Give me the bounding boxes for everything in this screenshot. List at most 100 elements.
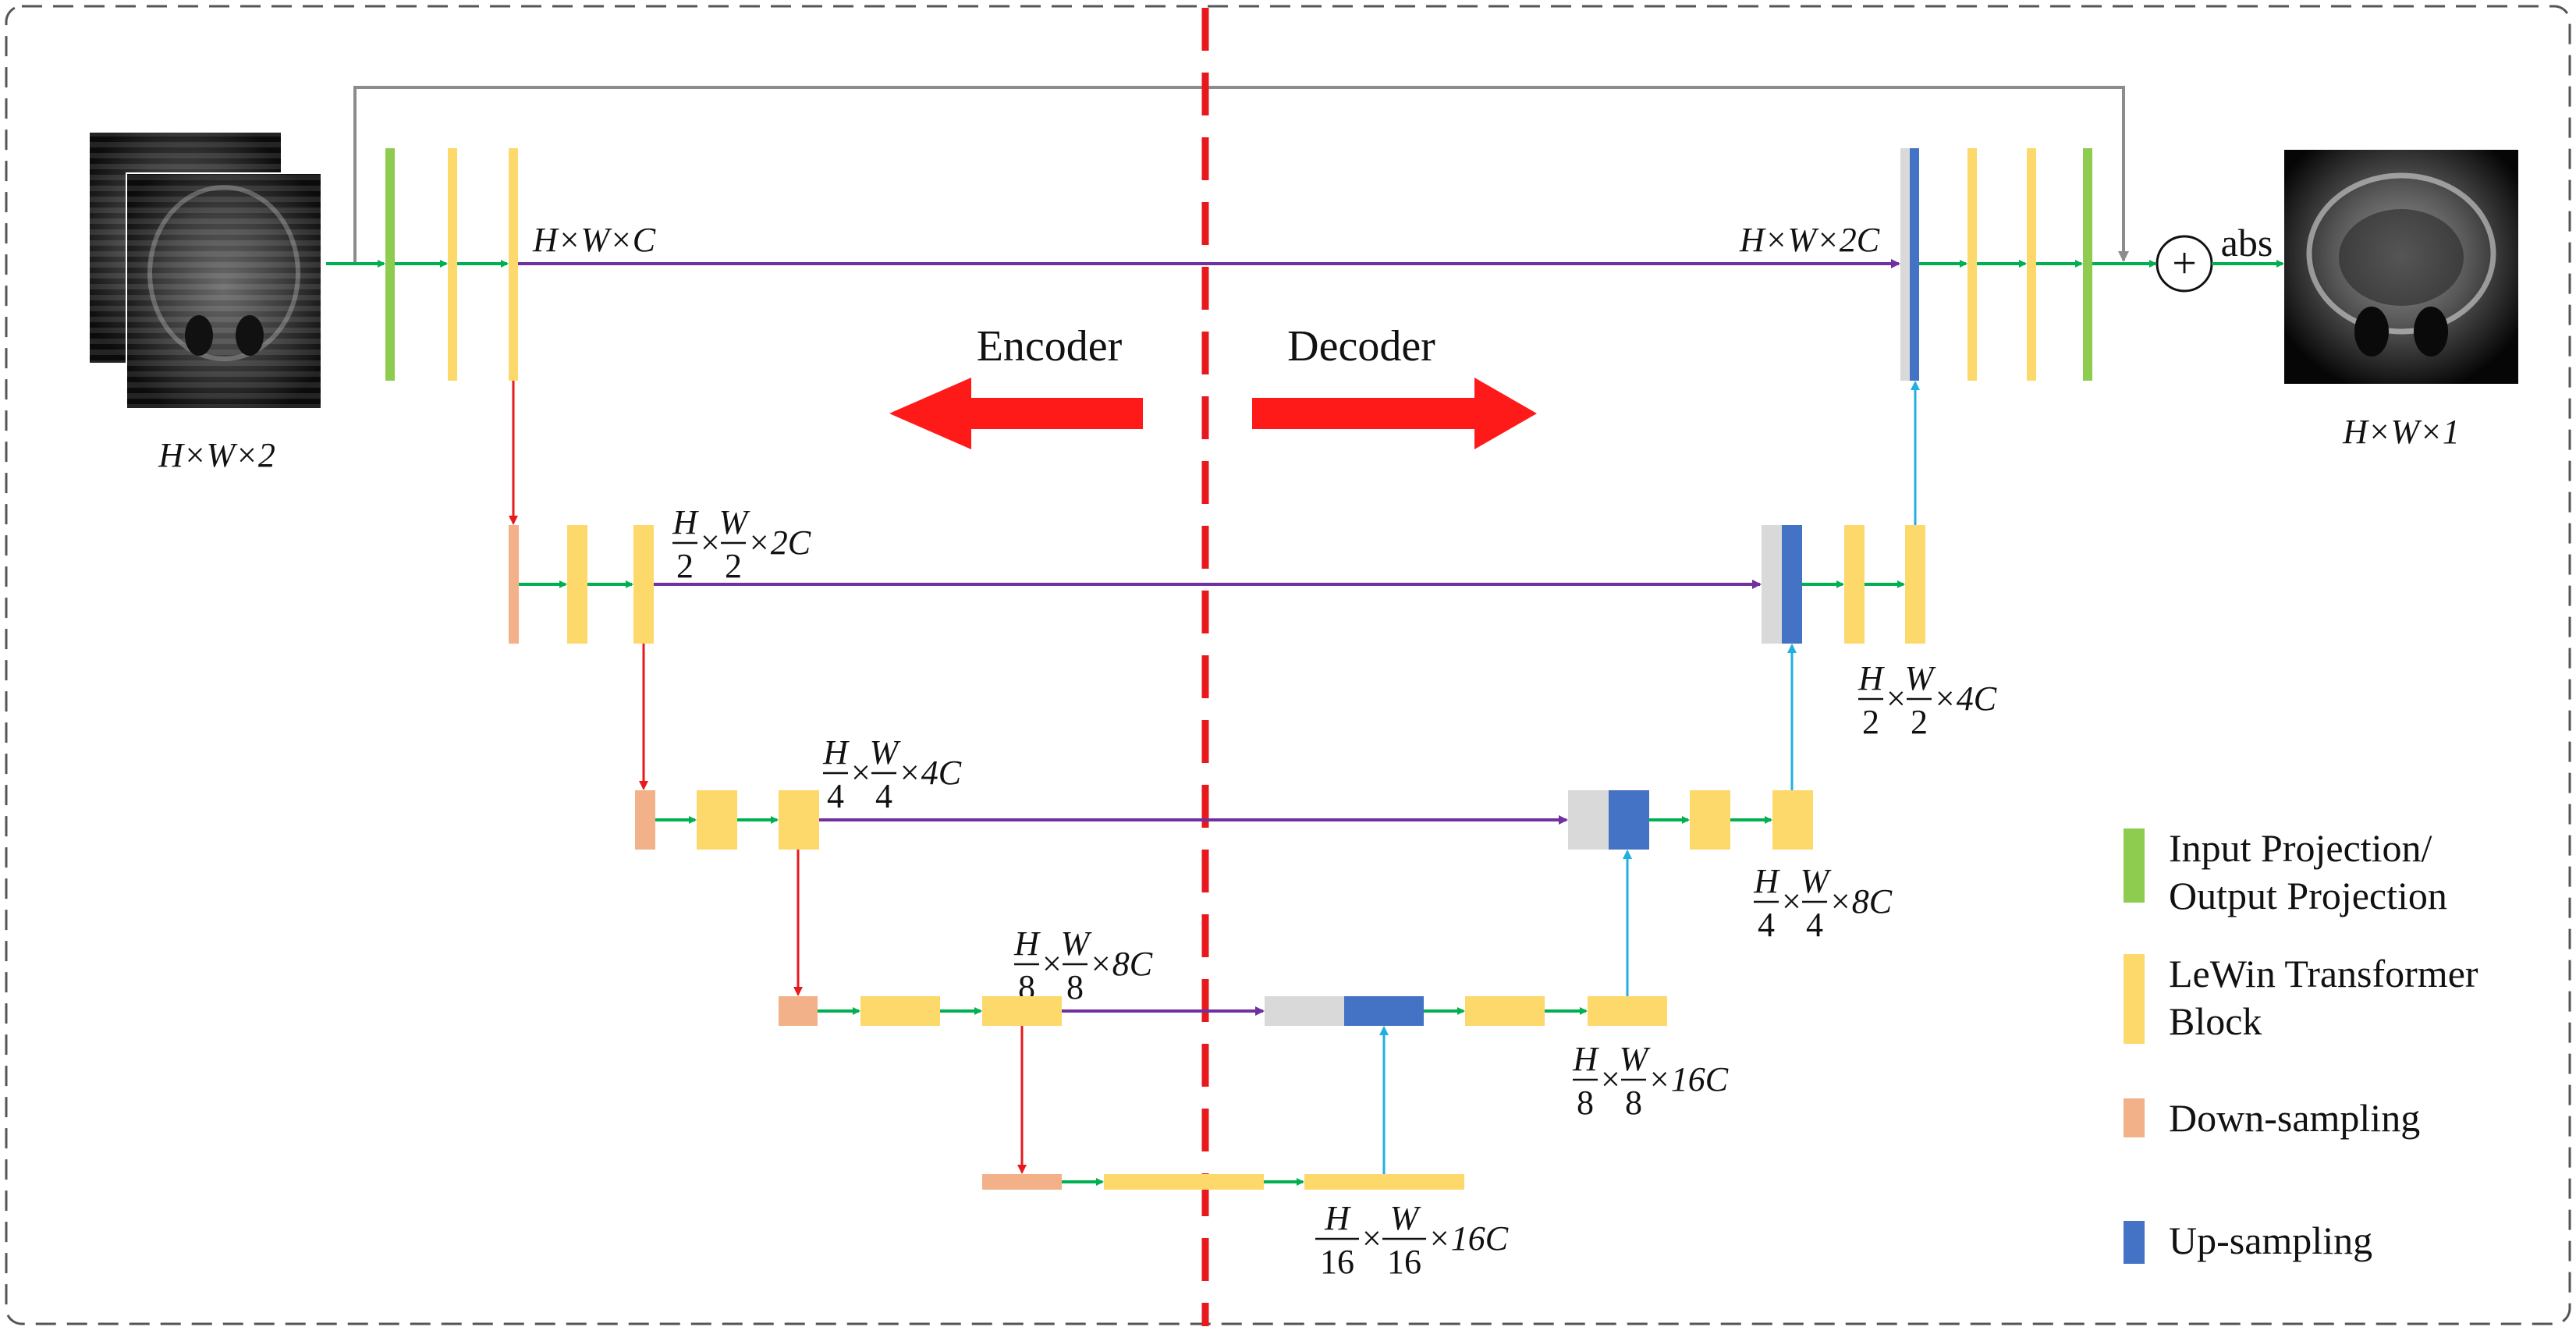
frac-times: × [1042, 945, 1062, 983]
dec3-dims: H4×W4×8C [1753, 862, 1893, 944]
enc3-downsample [635, 790, 655, 850]
abs-label: abs [2221, 221, 2273, 264]
enc2-dims: H2×W2×2C [672, 503, 811, 585]
frac-suffix: ×4C [898, 754, 962, 792]
frac-numerator: H [1324, 1199, 1351, 1237]
input-dims: H×W×2 [158, 436, 275, 474]
legend-label-2: Down-sampling [2169, 1096, 2420, 1140]
dec3-concat [1568, 790, 1609, 850]
dec4-lewin-2 [1588, 996, 1667, 1026]
dec2-concat [1762, 525, 1782, 644]
add-operator-symbol: + [2172, 239, 2197, 288]
output-dims: H×W×1 [2342, 413, 2460, 451]
frac-times: × [1601, 1060, 1620, 1098]
enc3-lewin-2 [779, 790, 819, 850]
frac-numerator: H [1753, 862, 1780, 900]
frac-numerator: H [672, 503, 699, 541]
dec1-dims: H×W×2C [1739, 221, 1880, 259]
frac-denominator: 4 [1758, 906, 1775, 944]
dec2-lewin-1 [1844, 525, 1865, 644]
connections [326, 259, 2284, 1186]
dec2-upsample [1782, 525, 1802, 644]
frac-denominator: 2 [1862, 703, 1879, 741]
frac-numerator: W [1801, 862, 1832, 900]
dec4-upsample [1344, 996, 1424, 1026]
frac-denominator: 4 [827, 777, 844, 815]
encoder-label: Encoder [977, 322, 1123, 371]
frac-numerator: W [1620, 1040, 1651, 1078]
legend-swatch-3 [2124, 1221, 2145, 1264]
frac-denominator: 8 [1066, 968, 1084, 1006]
frac-denominator: 16 [1320, 1243, 1354, 1281]
enc3-lewin-1 [697, 790, 737, 850]
frac-numerator: H [1013, 924, 1041, 963]
dec2-lewin-2 [1905, 525, 1925, 644]
blocks [385, 148, 2092, 1190]
frac-times: × [1362, 1219, 1382, 1258]
bott-downsample [982, 1174, 1062, 1190]
output-image [2284, 150, 2518, 384]
enc4-lewin-2 [982, 996, 1062, 1026]
frac-numerator: H [822, 733, 850, 772]
input-images [90, 133, 322, 410]
frac-numerator: W [719, 503, 750, 541]
frac-suffix: ×4C [1933, 679, 1997, 718]
frac-numerator: H [1857, 659, 1885, 697]
dec1-output-projection [2083, 148, 2092, 381]
frac-times: × [1782, 882, 1801, 921]
frac-suffix: ×8C [1089, 945, 1153, 983]
frac-suffix: ×16C [1648, 1060, 1729, 1098]
outer-frame [5, 5, 2571, 1325]
dec2-dims: H2×W2×4C [1857, 659, 1997, 741]
legend-label-1: LeWin Transformer [2169, 952, 2478, 995]
bottleneck-dims: H16×W16×16C [1315, 1199, 1509, 1281]
enc1-dims: H×W×C [532, 221, 656, 259]
legend-swatch-0 [2124, 828, 2145, 903]
enc2-lewin-2 [633, 525, 654, 644]
frac-denominator: 16 [1387, 1243, 1421, 1281]
enc4-lewin-1 [860, 996, 940, 1026]
frac-denominator: 2 [1911, 703, 1928, 741]
frac-times: × [701, 523, 720, 562]
frac-numerator: W [1905, 659, 1936, 697]
legend-swatch-1 [2124, 954, 2145, 1044]
dec1-concat [1900, 148, 1910, 381]
frac-numerator: H [1572, 1040, 1599, 1078]
dec4-concat [1265, 996, 1344, 1026]
enc1-lewin-1 [448, 148, 457, 381]
dec3-lewin-2 [1772, 790, 1813, 850]
frac-denominator: 4 [1806, 906, 1823, 944]
enc3-dims: H4×W4×4C [822, 733, 962, 815]
dec1-lewin-2 [2027, 148, 2036, 381]
legend: Input Projection/Output ProjectionLeWin … [2124, 826, 2478, 1264]
frac-suffix: ×8C [1829, 882, 1893, 921]
dec4-lewin-1 [1465, 996, 1545, 1026]
enc1-input-projection [385, 148, 395, 381]
legend-swatch-2 [2124, 1098, 2145, 1137]
frac-times: × [851, 754, 871, 792]
frac-denominator: 8 [1625, 1084, 1642, 1122]
frac-numerator: W [1390, 1199, 1421, 1237]
frac-numerator: W [1061, 924, 1092, 963]
legend-label-3: Up-sampling [2169, 1219, 2372, 1262]
enc2-downsample [509, 525, 519, 644]
dec3-upsample [1609, 790, 1649, 850]
enc4-dims: H8×W8×8C [1013, 924, 1153, 1006]
bott-lewin-1 [1104, 1174, 1264, 1190]
frac-denominator: 2 [725, 547, 742, 585]
frac-numerator: W [870, 733, 901, 772]
dec3-lewin-1 [1690, 790, 1730, 850]
frac-suffix: ×16C [1428, 1219, 1509, 1258]
frac-denominator: 2 [676, 547, 694, 585]
legend-label-0: Output Projection [2169, 874, 2447, 917]
frac-denominator: 4 [875, 777, 892, 815]
dec1-upsample [1910, 148, 1919, 381]
frac-times: × [1886, 679, 1906, 718]
frac-suffix: ×2C [747, 523, 811, 562]
legend-label-1: Block [2169, 999, 2262, 1043]
legend-label-0: Input Projection/ [2169, 826, 2432, 870]
bott-lewin-2 [1304, 1174, 1464, 1190]
frac-denominator: 8 [1577, 1084, 1594, 1122]
